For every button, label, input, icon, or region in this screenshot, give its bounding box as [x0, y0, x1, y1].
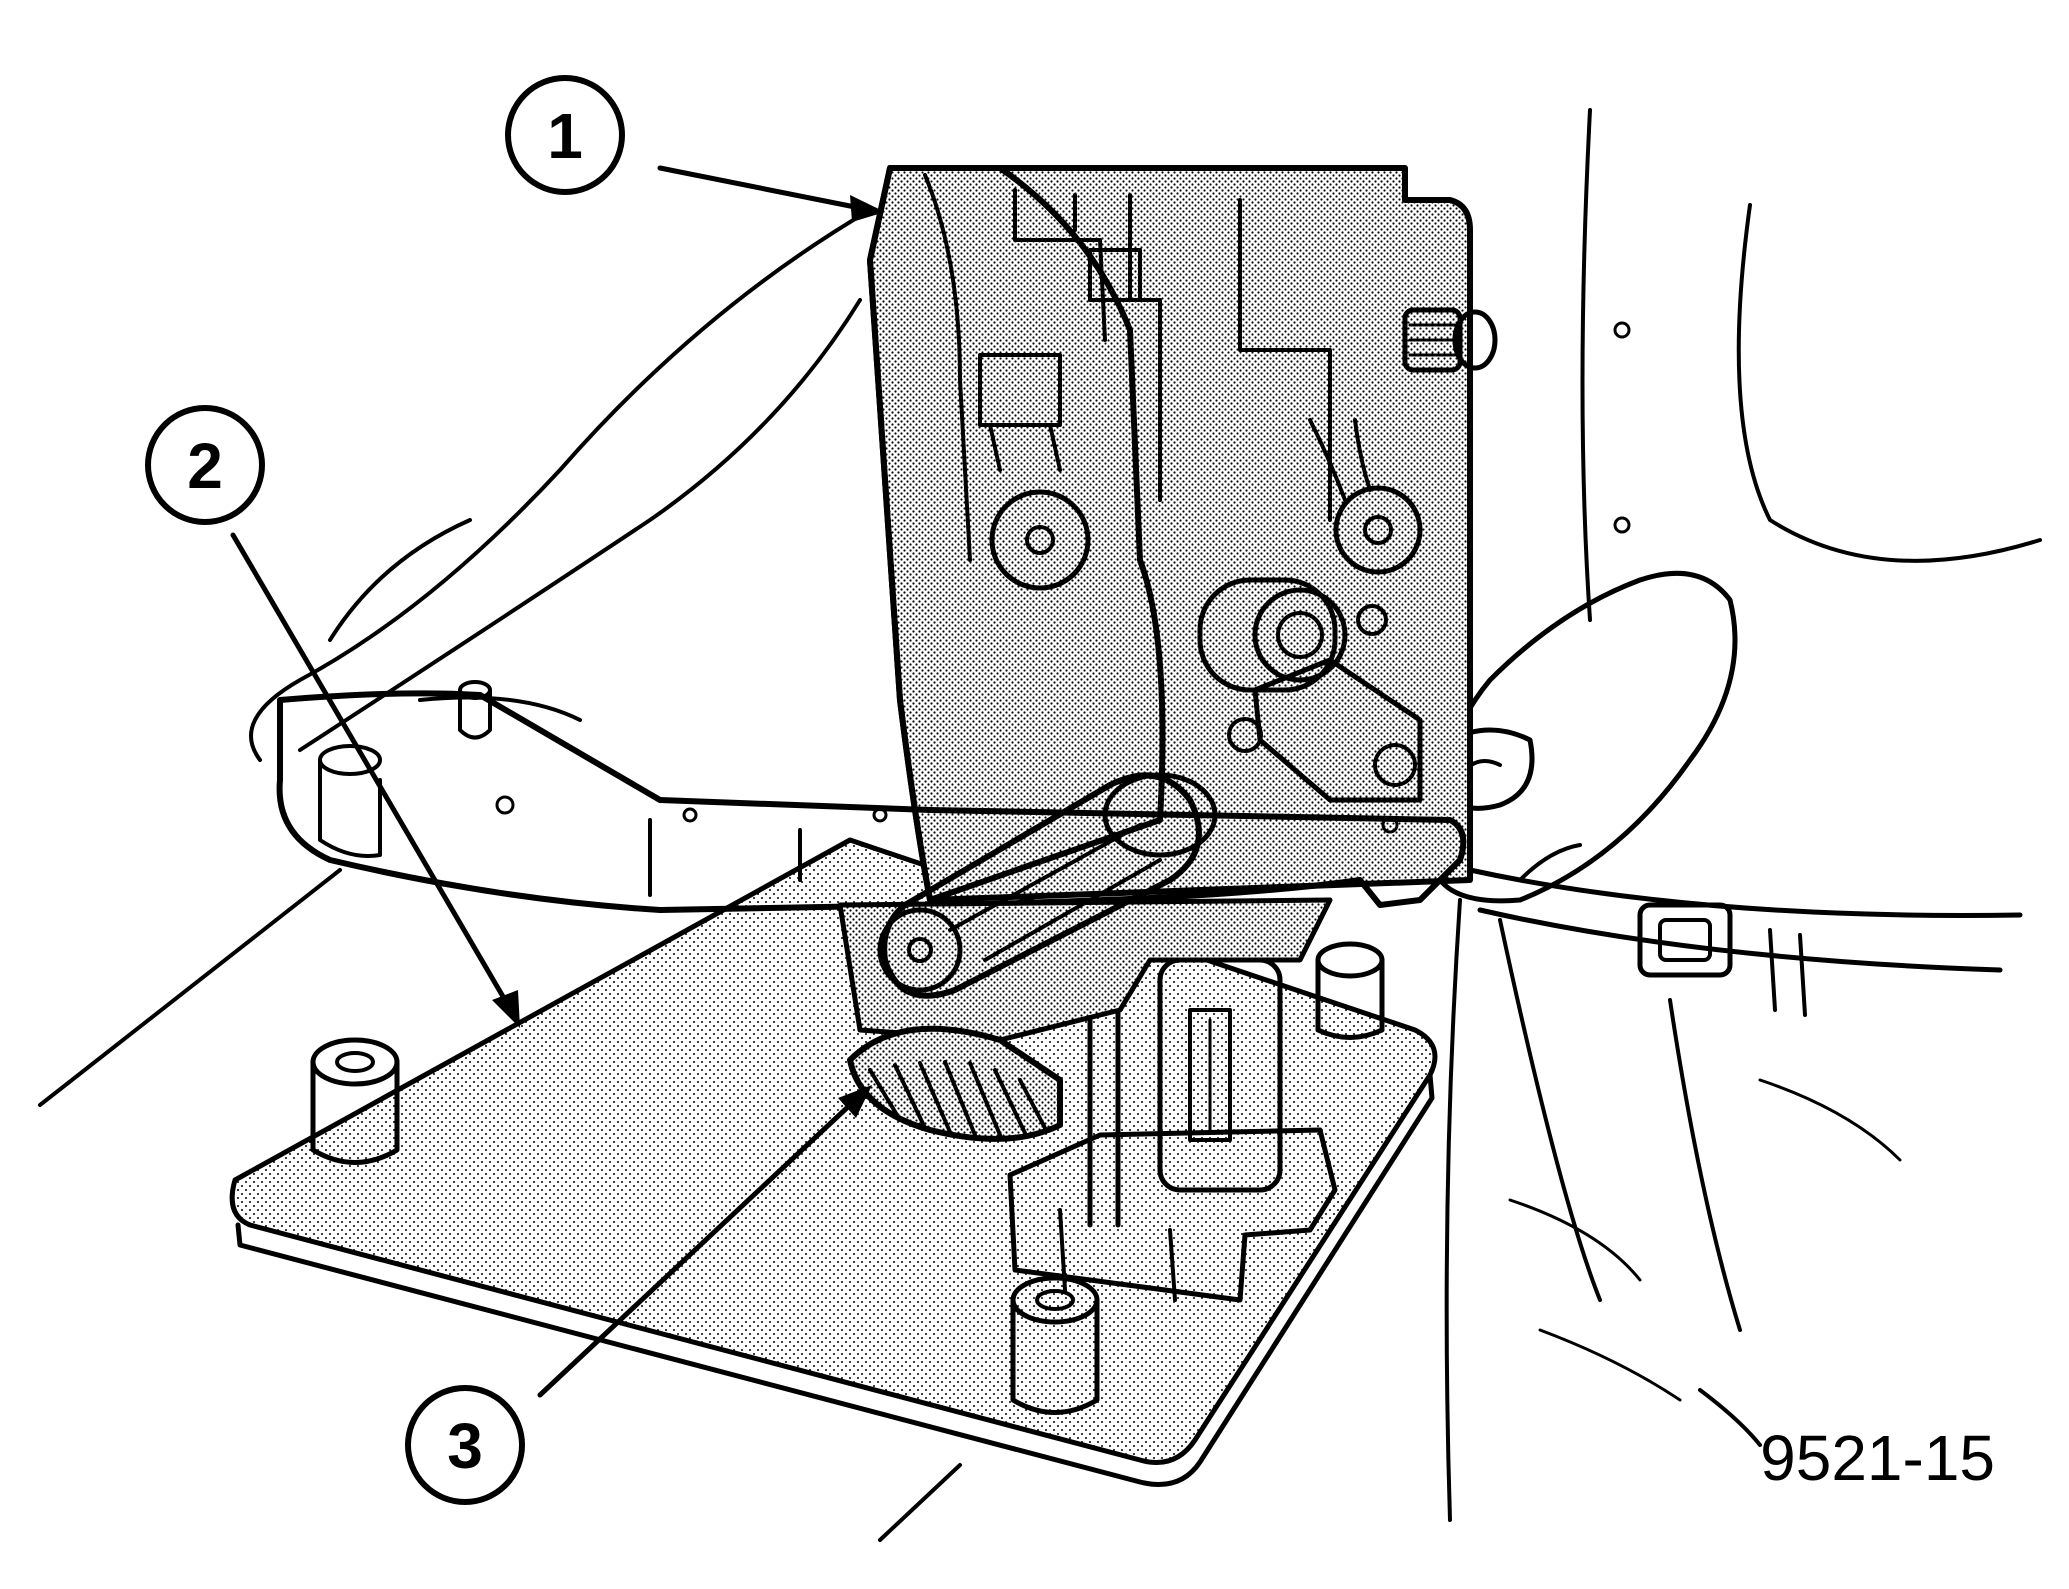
background-lines [38, 108, 2042, 1542]
callout-2-label: 2 [187, 430, 223, 502]
housing-bolt-boss-left [989, 489, 1091, 591]
housing-bolt-boss-right [1308, 418, 1423, 575]
fixture-post-front [1010, 1275, 1100, 1415]
breaker-bar-handle [877, 772, 1218, 999]
callout-3-label: 3 [447, 1410, 483, 1482]
arrow-3-head [838, 1085, 872, 1118]
shift-lever-mechanism [1197, 577, 1423, 803]
callout-2: 2 [145, 405, 265, 525]
fixture-post-left [310, 1037, 400, 1165]
belt [1467, 867, 2023, 1017]
vent-plug [1402, 307, 1498, 373]
operator-hand [1429, 570, 1738, 904]
leader-lines [230, 165, 1762, 1447]
arrow-2-head [492, 990, 520, 1028]
arrow-1-head [850, 195, 885, 222]
speedometer-drive-gear [847, 1025, 1063, 1142]
transfer-case-housing [276, 165, 1498, 1043]
callout-1: 1 [505, 75, 625, 195]
figure-id: 9521-15 [1760, 1422, 1995, 1494]
callout-1-label: 1 [547, 100, 583, 172]
fixture-post-rear [1315, 941, 1385, 1040]
callout-3: 3 [405, 1385, 525, 1505]
fixture-plate [229, 837, 1438, 1487]
